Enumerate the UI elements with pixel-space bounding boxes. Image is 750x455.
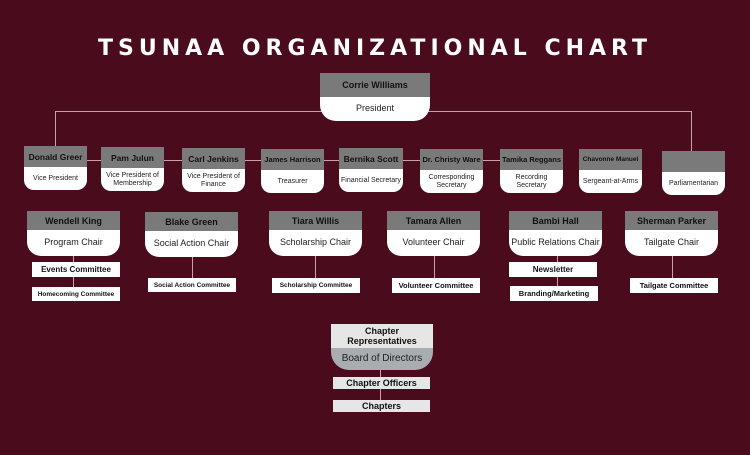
- officer-name: Carl Jenkins: [182, 148, 245, 169]
- officer-node: Dr. Christy Ware Corresponding Secretary: [420, 149, 483, 193]
- committee-box: Events Committee: [32, 262, 120, 277]
- officer-role: Vice President: [24, 167, 87, 190]
- board-header: Chapter Representatives: [331, 324, 433, 348]
- committee-box: Newsletter: [509, 262, 597, 277]
- chair-name: Blake Green: [145, 212, 238, 231]
- connector-scholarship: [315, 256, 316, 278]
- connector-vp: [55, 111, 56, 146]
- officer-role: Treasurer: [261, 170, 324, 193]
- chair-name: Bambi Hall: [509, 211, 602, 230]
- officer-role: Vice President of Membership: [101, 168, 164, 191]
- committee-box: Volunteer Committee: [392, 278, 480, 293]
- officer-name: Dr. Christy Ware: [420, 149, 483, 170]
- committee-box: Homecoming Committee: [32, 287, 120, 301]
- chair-role: Scholarship Chair: [269, 230, 362, 256]
- officer-node: Pam Julun Vice President of Membership: [101, 147, 164, 191]
- committee-box: Branding/Marketing: [510, 286, 598, 301]
- chair-role: Social Action Chair: [145, 231, 238, 257]
- connector-tailgate: [672, 256, 673, 278]
- president-role: President: [320, 97, 430, 121]
- board-node: Chapter Representatives Board of Directo…: [331, 324, 433, 370]
- officer-node: Donald Greer Vice President: [24, 146, 87, 190]
- officer-role: Sergeant-at-Arms: [579, 170, 642, 193]
- connector-board: [380, 370, 381, 408]
- officer-name: Tamika Reggans: [500, 149, 563, 170]
- officer-node: Parliamentarian: [662, 151, 725, 195]
- chair-role: Public Relations Chair: [509, 230, 602, 256]
- chair-node: Wendell King Program Chair: [27, 211, 120, 256]
- officer-node: James Harrison Treasurer: [261, 149, 324, 193]
- officer-node: Bernika Scott Financial Secretary: [339, 148, 403, 192]
- committee-box: Social Action Committee: [148, 278, 236, 292]
- officer-role: Vice President of Finance: [182, 169, 245, 192]
- chair-role: Tailgate Chair: [625, 230, 718, 256]
- officer-role: Corresponding Secretary: [420, 170, 483, 193]
- president-name: Corrie Williams: [320, 73, 430, 97]
- committee-box: Tailgate Committee: [630, 278, 718, 293]
- committee-box: Scholarship Committee: [272, 278, 360, 293]
- officer-name: Pam Julun: [101, 147, 164, 168]
- chart-title: TSUNAA ORGANIZATIONAL CHART: [98, 36, 652, 61]
- officer-node: Carl Jenkins Vice President of Finance: [182, 148, 245, 192]
- chair-name: Tiara Willis: [269, 211, 362, 230]
- officer-name: [662, 151, 725, 172]
- chair-role: Volunteer Chair: [387, 230, 480, 256]
- chair-node: Blake Green Social Action Chair: [145, 212, 238, 257]
- chair-name: Tamara Allen: [387, 211, 480, 230]
- officer-role: Parliamentarian: [662, 172, 725, 195]
- officer-name: Bernika Scott: [339, 148, 403, 169]
- officer-role: Financial Secretary: [339, 169, 403, 192]
- officer-node: Chavonne Manuel Sergeant-at-Arms: [579, 149, 642, 193]
- chair-name: Sherman Parker: [625, 211, 718, 230]
- officer-name: James Harrison: [261, 149, 324, 170]
- connector-parliamentarian: [691, 111, 692, 151]
- chair-node: Tiara Willis Scholarship Chair: [269, 211, 362, 256]
- officer-node: Tamika Reggans Recording Secretary: [500, 149, 563, 193]
- chair-node: Tamara Allen Volunteer Chair: [387, 211, 480, 256]
- chair-node: Sherman Parker Tailgate Chair: [625, 211, 718, 256]
- chapter-officers-box: Chapter Officers: [333, 377, 430, 389]
- chair-node: Bambi Hall Public Relations Chair: [509, 211, 602, 256]
- board-role: Board of Directors: [331, 348, 433, 370]
- officer-name: Donald Greer: [24, 146, 87, 167]
- chapters-box: Chapters: [333, 400, 430, 412]
- officer-name: Chavonne Manuel: [579, 149, 642, 170]
- chair-role: Program Chair: [27, 230, 120, 256]
- officer-role: Recording Secretary: [500, 170, 563, 193]
- president-node: Corrie Williams President: [320, 73, 430, 121]
- connector-social-action: [192, 256, 193, 278]
- chair-name: Wendell King: [27, 211, 120, 230]
- connector-volunteer: [434, 256, 435, 278]
